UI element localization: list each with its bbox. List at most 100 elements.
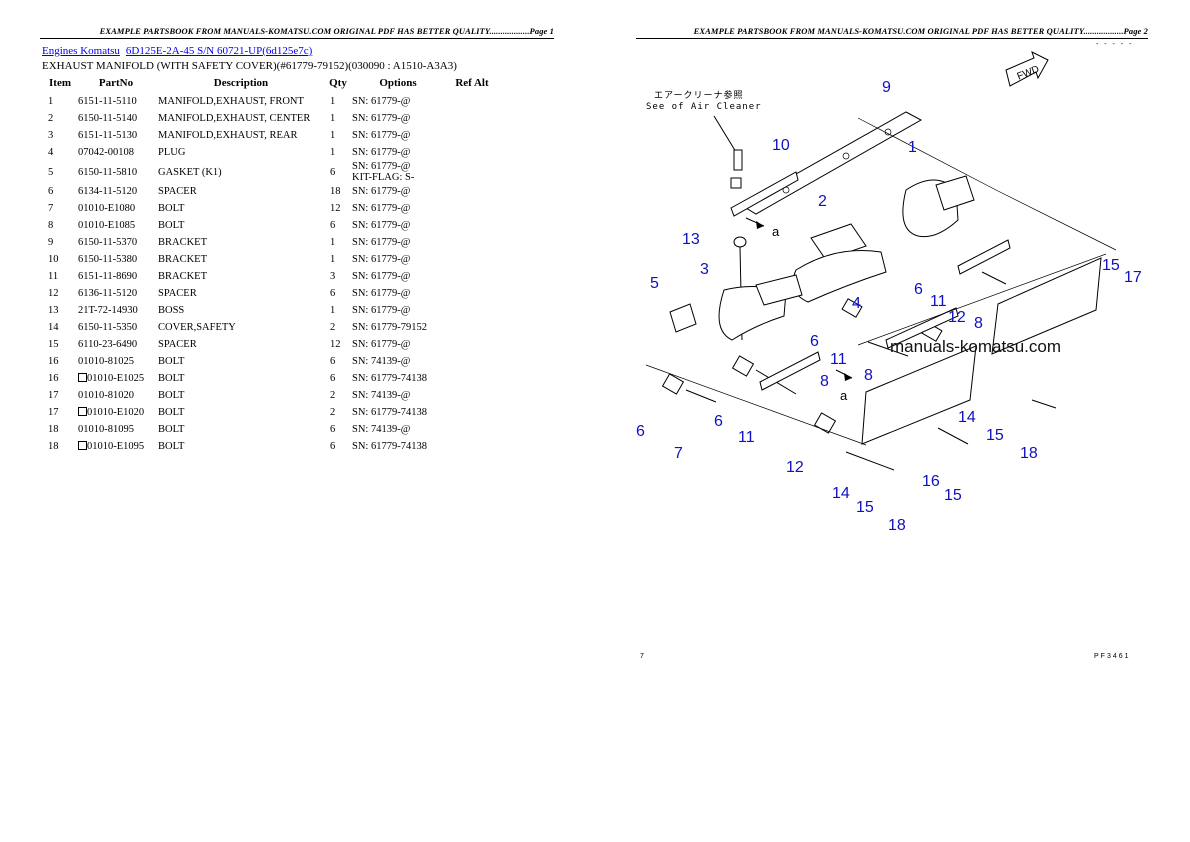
cell-item: 16 xyxy=(48,373,59,384)
cell-pn: 01010-E1095 xyxy=(76,438,156,455)
callout-label: 8 xyxy=(820,373,829,390)
breadcrumb-link-engines[interactable]: Engines Komatsu xyxy=(42,45,120,57)
cell-opt: SN: 61779-@ xyxy=(350,110,446,127)
cell-pn: 01010-E1025 xyxy=(76,370,156,387)
cell-opt: SN: 61779-@ xyxy=(350,93,446,110)
option-serial: SN: 61779-@ xyxy=(352,113,411,124)
part-number: 01010-E1080 xyxy=(78,203,136,214)
callout-label: 18 xyxy=(888,517,906,534)
part-number: 01010-81025 xyxy=(78,356,134,367)
cell-desc: GASKET (K1) xyxy=(158,166,222,178)
part-number: 6110-23-6490 xyxy=(78,339,138,350)
cell-opt: SN: 74139-@ xyxy=(350,353,446,370)
part-number: 01010-81095 xyxy=(78,424,134,435)
cell-opt: SN: 74139-@ xyxy=(350,387,446,404)
diagram-note-english: See of Air Cleaner xyxy=(646,102,762,112)
callout-label: 14 xyxy=(832,485,850,502)
cell-desc: MANIFOLD,EXHAUST, REAR xyxy=(158,130,298,141)
cell-item: 15 xyxy=(48,339,59,350)
part-number: 01010-81020 xyxy=(78,390,134,401)
cell-qty: 12 xyxy=(330,339,341,350)
cell-ref xyxy=(446,200,498,217)
option-serial: SN: 61779-@ xyxy=(352,288,411,299)
callout-label: 17 xyxy=(1124,269,1142,286)
callout-label: 9 xyxy=(882,79,891,96)
part-number: 07042-00108 xyxy=(78,147,134,158)
cell-pn: 6110-23-6490 xyxy=(76,336,156,353)
cell-desc: BOLT xyxy=(158,441,185,452)
cell-desc: BOLT xyxy=(158,407,185,418)
option-serial: SN: 61779-74138 xyxy=(352,441,427,452)
part-number: 6150-11-5810 xyxy=(78,166,138,178)
option-serial: SN: 61779-74138 xyxy=(352,373,427,384)
part-number: 6151-11-5110 xyxy=(78,96,137,107)
cell-desc: BRACKET xyxy=(158,254,208,265)
cell-desc: SPACER xyxy=(158,288,197,299)
cell-qty: 2 xyxy=(330,407,336,418)
cell-desc: MANIFOLD,EXHAUST, CENTER xyxy=(158,113,311,124)
cell-opt: SN: 61779-@ xyxy=(350,183,446,200)
callout-label: 2 xyxy=(818,193,827,210)
part-number: 01010-E1025 xyxy=(87,373,145,384)
cell-desc: MANIFOLD,EXHAUST, FRONT xyxy=(158,96,304,107)
cell-item: 16 xyxy=(48,356,59,367)
part-number: 6150-11-5140 xyxy=(78,113,138,124)
cell-item: 7 xyxy=(48,203,54,214)
cell-item: 1 xyxy=(48,96,54,107)
substitution-box-icon xyxy=(78,373,87,382)
cell-opt: SN: 61779-@ xyxy=(350,127,446,144)
column-header-ref-alt: Ref Alt xyxy=(455,77,489,89)
cell-ref xyxy=(446,438,498,455)
cell-item: 17 xyxy=(48,407,59,418)
substitution-box-icon xyxy=(78,407,87,416)
cell-ref xyxy=(446,268,498,285)
option-serial: SN: 61779-@ xyxy=(352,305,411,316)
safety-cover-shapes xyxy=(861,257,1102,445)
option-serial: SN: 61779-@ xyxy=(352,186,411,197)
column-header-description: Description xyxy=(213,77,269,89)
callout-label: 1 xyxy=(908,139,917,156)
cell-ref xyxy=(446,93,498,110)
option-serial: SN: 61779-@ xyxy=(352,271,411,282)
callout-label: 7 xyxy=(674,445,683,462)
column-header-qty: Qty xyxy=(329,77,347,89)
option-serial: SN: 74139-@ xyxy=(352,356,411,367)
column-header-partno: PartNo xyxy=(98,77,134,89)
callout-label: 15 xyxy=(856,499,874,516)
manifold-rear-shape xyxy=(718,274,803,341)
option-serial: SN: 61779-@ xyxy=(352,96,411,107)
cell-pn: 6134-11-5120 xyxy=(76,183,156,200)
callout-label: 12 xyxy=(948,309,966,326)
callout-label: 15 xyxy=(986,427,1004,444)
cell-ref xyxy=(446,302,498,319)
bracket-9-shape xyxy=(740,111,923,215)
option-serial: SN: 61779-@ xyxy=(352,147,411,158)
cell-pn: 6151-11-5130 xyxy=(76,127,156,144)
part-number: 6150-11-5350 xyxy=(78,322,138,333)
fwd-arrow-icon: FWD xyxy=(1005,51,1049,87)
cell-ref xyxy=(446,110,498,127)
cell-qty: 6 xyxy=(330,373,336,384)
cell-pn: 01010-E1085 xyxy=(76,217,156,234)
cell-desc: SPACER xyxy=(158,339,197,350)
cell-item: 18 xyxy=(48,424,59,435)
callout-label: 18 xyxy=(1020,445,1038,462)
breadcrumb-link-model[interactable]: 6D125E-2A-45 S/N 60721-UP(6d125e7c) xyxy=(125,45,313,57)
cell-qty: 6 xyxy=(330,441,336,452)
bracket-11-shapes xyxy=(759,239,1011,391)
cell-pn: 01010-E1080 xyxy=(76,200,156,217)
callout-label: 11 xyxy=(830,351,847,368)
callout-label: 6 xyxy=(914,281,923,298)
cell-desc: COVER,SAFETY xyxy=(158,322,236,333)
cell-pn: 01010-E1020 xyxy=(76,404,156,421)
cell-pn: 6150-11-5370 xyxy=(76,234,156,251)
